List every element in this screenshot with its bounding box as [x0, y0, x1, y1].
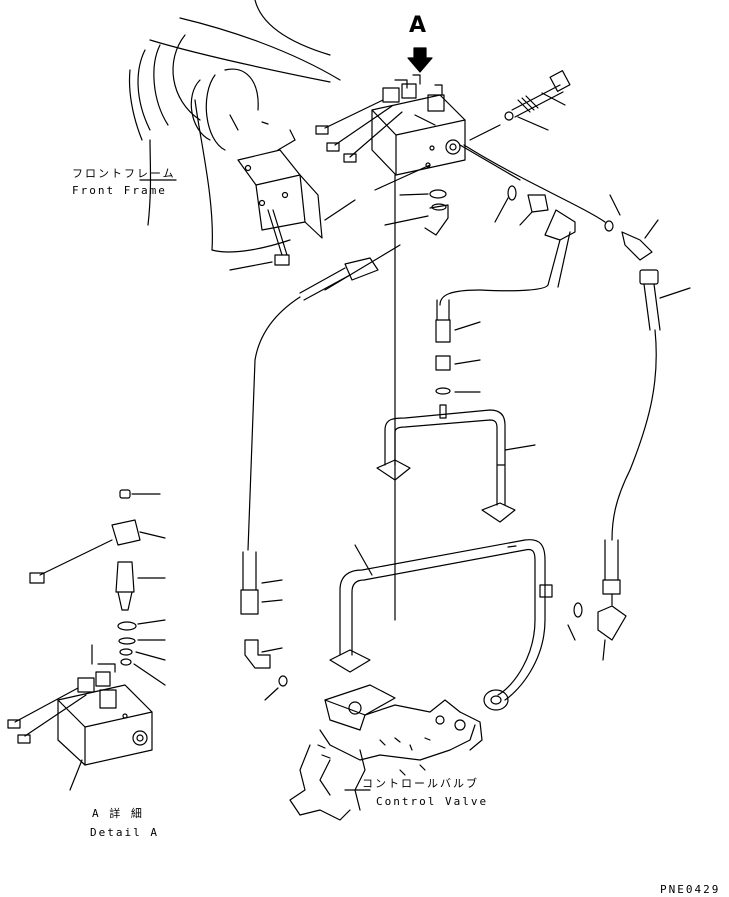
- long-bolt: [504, 70, 571, 131]
- figure-code: PNE0429: [660, 883, 721, 896]
- center-hose-column: [435, 299, 481, 395]
- pipe-lower: [329, 539, 553, 711]
- detail-a-label-en: Detail A: [90, 826, 159, 839]
- front-frame: [128, 0, 341, 271]
- view-arrow-a: [407, 47, 433, 73]
- valve-block-main: [315, 74, 521, 221]
- right-hose: [567, 269, 691, 661]
- left-hose: [240, 174, 396, 701]
- control-valve: [289, 684, 483, 821]
- upper-fittings: [299, 144, 659, 306]
- front-frame-label-en: Front Frame: [72, 184, 167, 197]
- detail-a-label-jp: A 詳 細: [92, 807, 144, 820]
- control-valve-label-jp: コントロールバルブ: [362, 777, 479, 790]
- front-frame-label-jp: フロントフレーム: [72, 167, 176, 180]
- control-valve-label-en: Control Valve: [376, 795, 489, 808]
- detail-a: [7, 489, 166, 791]
- u-pipe-upper: [376, 404, 536, 523]
- view-marker-a: A: [409, 13, 427, 38]
